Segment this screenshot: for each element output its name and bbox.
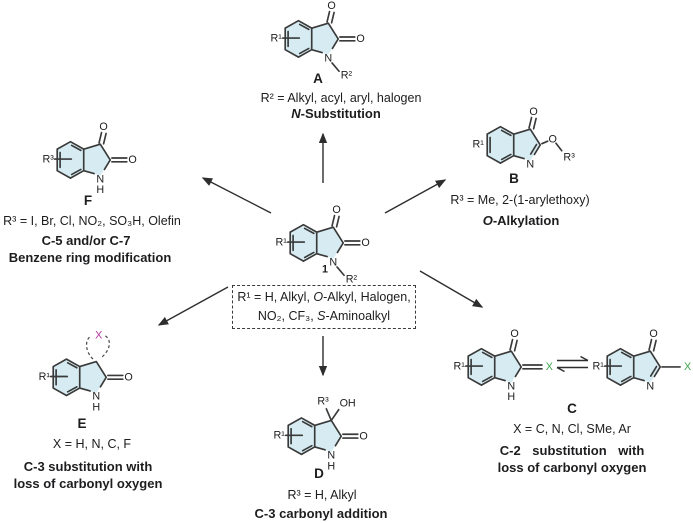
- compound-e-title-line1: C-3 substitution with: [23, 459, 153, 474]
- compound-f-letter: F: [83, 193, 93, 208]
- bonds: [284, 408, 359, 456]
- bonds: [49, 358, 124, 397]
- compound-f-title-line1: C-5 and/or C-7: [41, 233, 131, 248]
- r1-definition-line2: NO₂, CF₃, S-Aminoalkyl: [257, 309, 391, 323]
- compound-b-structure: R¹ O O N R³: [473, 106, 576, 170]
- compound-c-title-line2: loss of carbonyl oxygen: [497, 460, 647, 475]
- italic-o: O: [313, 290, 324, 304]
- n-label: N: [646, 380, 654, 392]
- r1-label: R¹: [276, 236, 288, 248]
- n-label: N: [324, 52, 332, 64]
- compound-b-letter: B: [509, 171, 519, 186]
- compound-e-note: X = H, N, C, F: [52, 437, 132, 451]
- n-label: N: [507, 380, 515, 392]
- carbonyl-o-right-label: O: [124, 372, 132, 384]
- dashed-substitution-loop: [85, 335, 110, 360]
- nh-h-label: H: [96, 184, 104, 196]
- n-label: N: [329, 256, 337, 268]
- r1-label: R¹: [274, 430, 286, 442]
- r1-definition-box: R¹ = H, Alkyl, O-Alkyl, Halogen, NO₂, CF…: [232, 285, 416, 329]
- nh-h-label: H: [92, 401, 100, 413]
- r1-label: R¹: [39, 371, 51, 383]
- arrow-downright-to-c: [419, 270, 484, 308]
- compound-e-title-line2: loss of carbonyl oxygen: [13, 476, 163, 491]
- compound-c-note: X = C, N, Cl, SMe, Ar: [513, 422, 631, 436]
- compound-a-letter: A: [313, 71, 323, 86]
- oh-label: OH: [340, 397, 356, 409]
- ring-fill: [285, 20, 339, 58]
- compound-c-title-line1: C-2 substitution with: [499, 443, 645, 458]
- bridge-o-label: O: [548, 133, 556, 145]
- carbonyl-o-right-label: O: [361, 237, 369, 249]
- ring-fill: [468, 348, 522, 386]
- r1-label: R¹: [593, 360, 605, 372]
- x-substituent-label: X: [95, 329, 102, 341]
- carbonyl-o-right-label: O: [128, 154, 136, 166]
- nh-h-label: H: [507, 391, 515, 403]
- r1-label: R¹: [271, 32, 283, 44]
- compound-d-title: C-3 carbonyl addition: [254, 506, 388, 521]
- compound-c-letter: C: [567, 401, 577, 416]
- arrow-upright-to-b: [384, 179, 447, 214]
- carbonyl-o-top-label: O: [332, 204, 340, 216]
- carbonyl-o-top-label: O: [649, 328, 657, 340]
- italic-o: O: [482, 213, 493, 228]
- r3-label: R³: [317, 396, 329, 408]
- bonds: [603, 338, 681, 386]
- nh-h-label: H: [327, 460, 335, 472]
- n-label: N: [96, 173, 104, 185]
- r2-label: R²: [341, 70, 353, 82]
- ring-fill: [288, 417, 342, 455]
- carbonyl-o-right-label: O: [356, 33, 364, 45]
- n-label: N: [327, 450, 335, 462]
- r3-label: R³: [563, 152, 575, 164]
- bonds: [53, 131, 128, 179]
- compound-e-letter: E: [77, 416, 87, 431]
- bonds: [286, 214, 361, 277]
- bonds: [486, 116, 563, 164]
- bonds: [281, 10, 356, 73]
- carbonyl-o-right-label: O: [359, 430, 367, 442]
- compound-a-structure: R¹ O O N R²: [271, 0, 365, 82]
- compound-b-title: O-Alkylation: [482, 213, 560, 228]
- compound-1-structure: R¹ O O N 1 R²: [276, 204, 370, 286]
- r1-label: R¹: [473, 138, 485, 150]
- ring-fill: [487, 126, 541, 164]
- n-label: N: [92, 391, 100, 403]
- compound-1-number: 1: [322, 264, 328, 276]
- x-substituent-label: X: [546, 361, 553, 373]
- arrow-downleft-to-e: [157, 286, 229, 326]
- italic-s: S: [317, 309, 326, 323]
- compound-c-right-structure: R¹ O X N: [593, 328, 692, 392]
- carbonyl-o-top-label: O: [529, 106, 537, 118]
- compound-a-note: R² = Alkyl, acyl, aryl, halogen: [260, 91, 422, 105]
- compound-d-letter: D: [314, 466, 324, 481]
- r2-label: R²: [346, 274, 358, 286]
- arrow-upleft-to-f: [201, 177, 272, 214]
- compound-f-structure: R³ O O N H: [43, 121, 137, 196]
- x-substituent-label: X: [684, 361, 691, 373]
- compound-d-note: R³ = H, Alkyl: [287, 488, 357, 502]
- compound-a-title: N-Substitution: [291, 106, 381, 121]
- compound-c-left-structure: R¹ O X N H: [454, 328, 553, 403]
- compound-e-structure: X R¹ O N H: [39, 329, 133, 413]
- compound-b-note: R³ = Me, 2-(1-arylethoxy): [450, 193, 590, 207]
- bonds: [464, 338, 543, 386]
- compound-d-structure: R³ OH R¹ O N H: [274, 396, 368, 473]
- ring-fill: [607, 348, 661, 386]
- carbonyl-o-top-label: O: [327, 0, 335, 12]
- n-label: N: [526, 158, 534, 170]
- r1-definition-line1: R¹ = H, Alkyl, O-Alkyl, Halogen,: [237, 290, 411, 304]
- carbonyl-o-top-label: O: [99, 121, 107, 133]
- italic-n: N: [291, 106, 301, 121]
- compound-f-title-line2: Benzene ring modification: [8, 250, 172, 265]
- r3-label: R³: [43, 153, 55, 165]
- compound-f-note: R³ = I, Br, Cl, NO₂, SO₃H, Olefin: [3, 214, 181, 228]
- carbonyl-o-top-label: O: [510, 328, 518, 340]
- r1-label: R¹: [454, 360, 466, 372]
